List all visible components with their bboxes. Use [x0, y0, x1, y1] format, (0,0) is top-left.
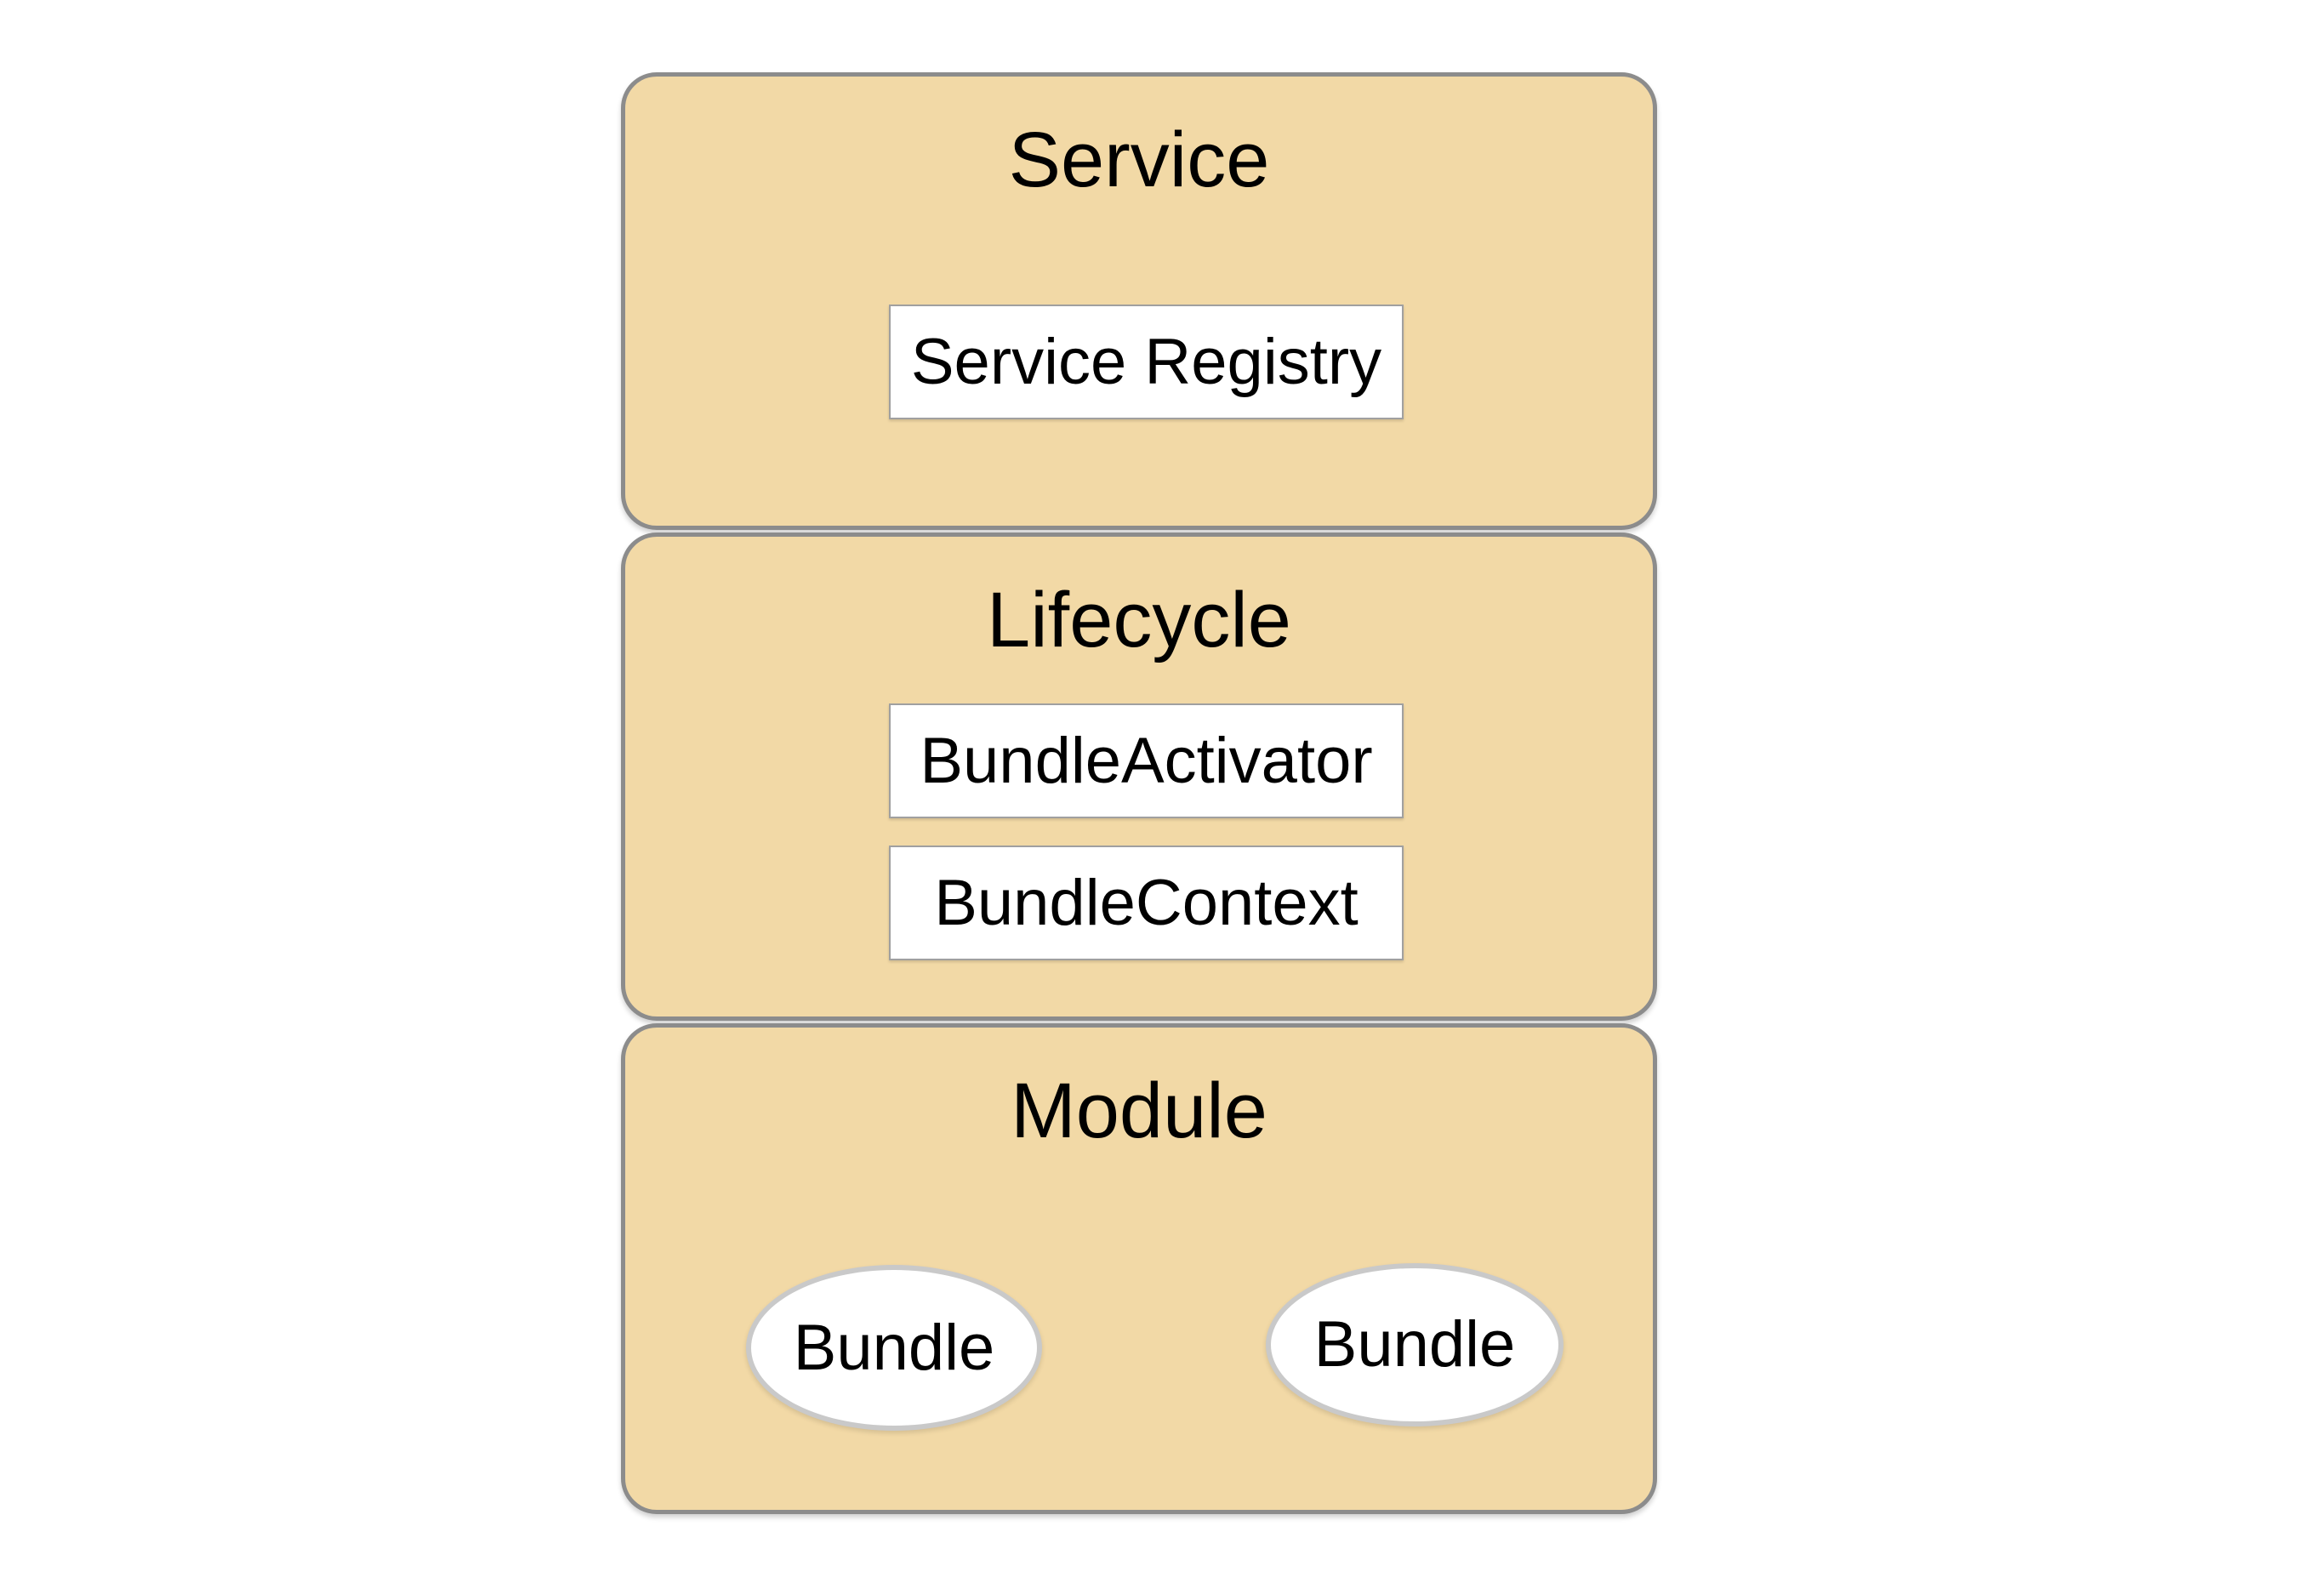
- layer-lifecycle: Lifecycle BundleActivator BundleContext: [621, 532, 1657, 1021]
- node-bundle-right: Bundle: [1266, 1263, 1564, 1426]
- layer-lifecycle-title: Lifecycle: [987, 577, 1291, 663]
- node-bundle-right-label: Bundle: [1313, 1308, 1516, 1381]
- layer-service: Service Service Registry: [621, 72, 1657, 530]
- layer-module: Module Bundle Bundle: [621, 1023, 1657, 1514]
- node-service-registry-label: Service Registry: [910, 325, 1382, 398]
- node-bundle-left: Bundle: [746, 1265, 1042, 1431]
- node-bundle-context: BundleContext: [889, 846, 1404, 960]
- layer-module-title: Module: [1011, 1068, 1267, 1154]
- node-bundle-activator: BundleActivator: [889, 703, 1404, 818]
- node-service-registry: Service Registry: [889, 305, 1404, 419]
- node-bundle-activator-label: BundleActivator: [920, 724, 1373, 797]
- layer-service-title: Service: [1008, 117, 1270, 203]
- node-bundle-context-label: BundleContext: [934, 866, 1359, 939]
- node-bundle-left-label: Bundle: [793, 1311, 995, 1384]
